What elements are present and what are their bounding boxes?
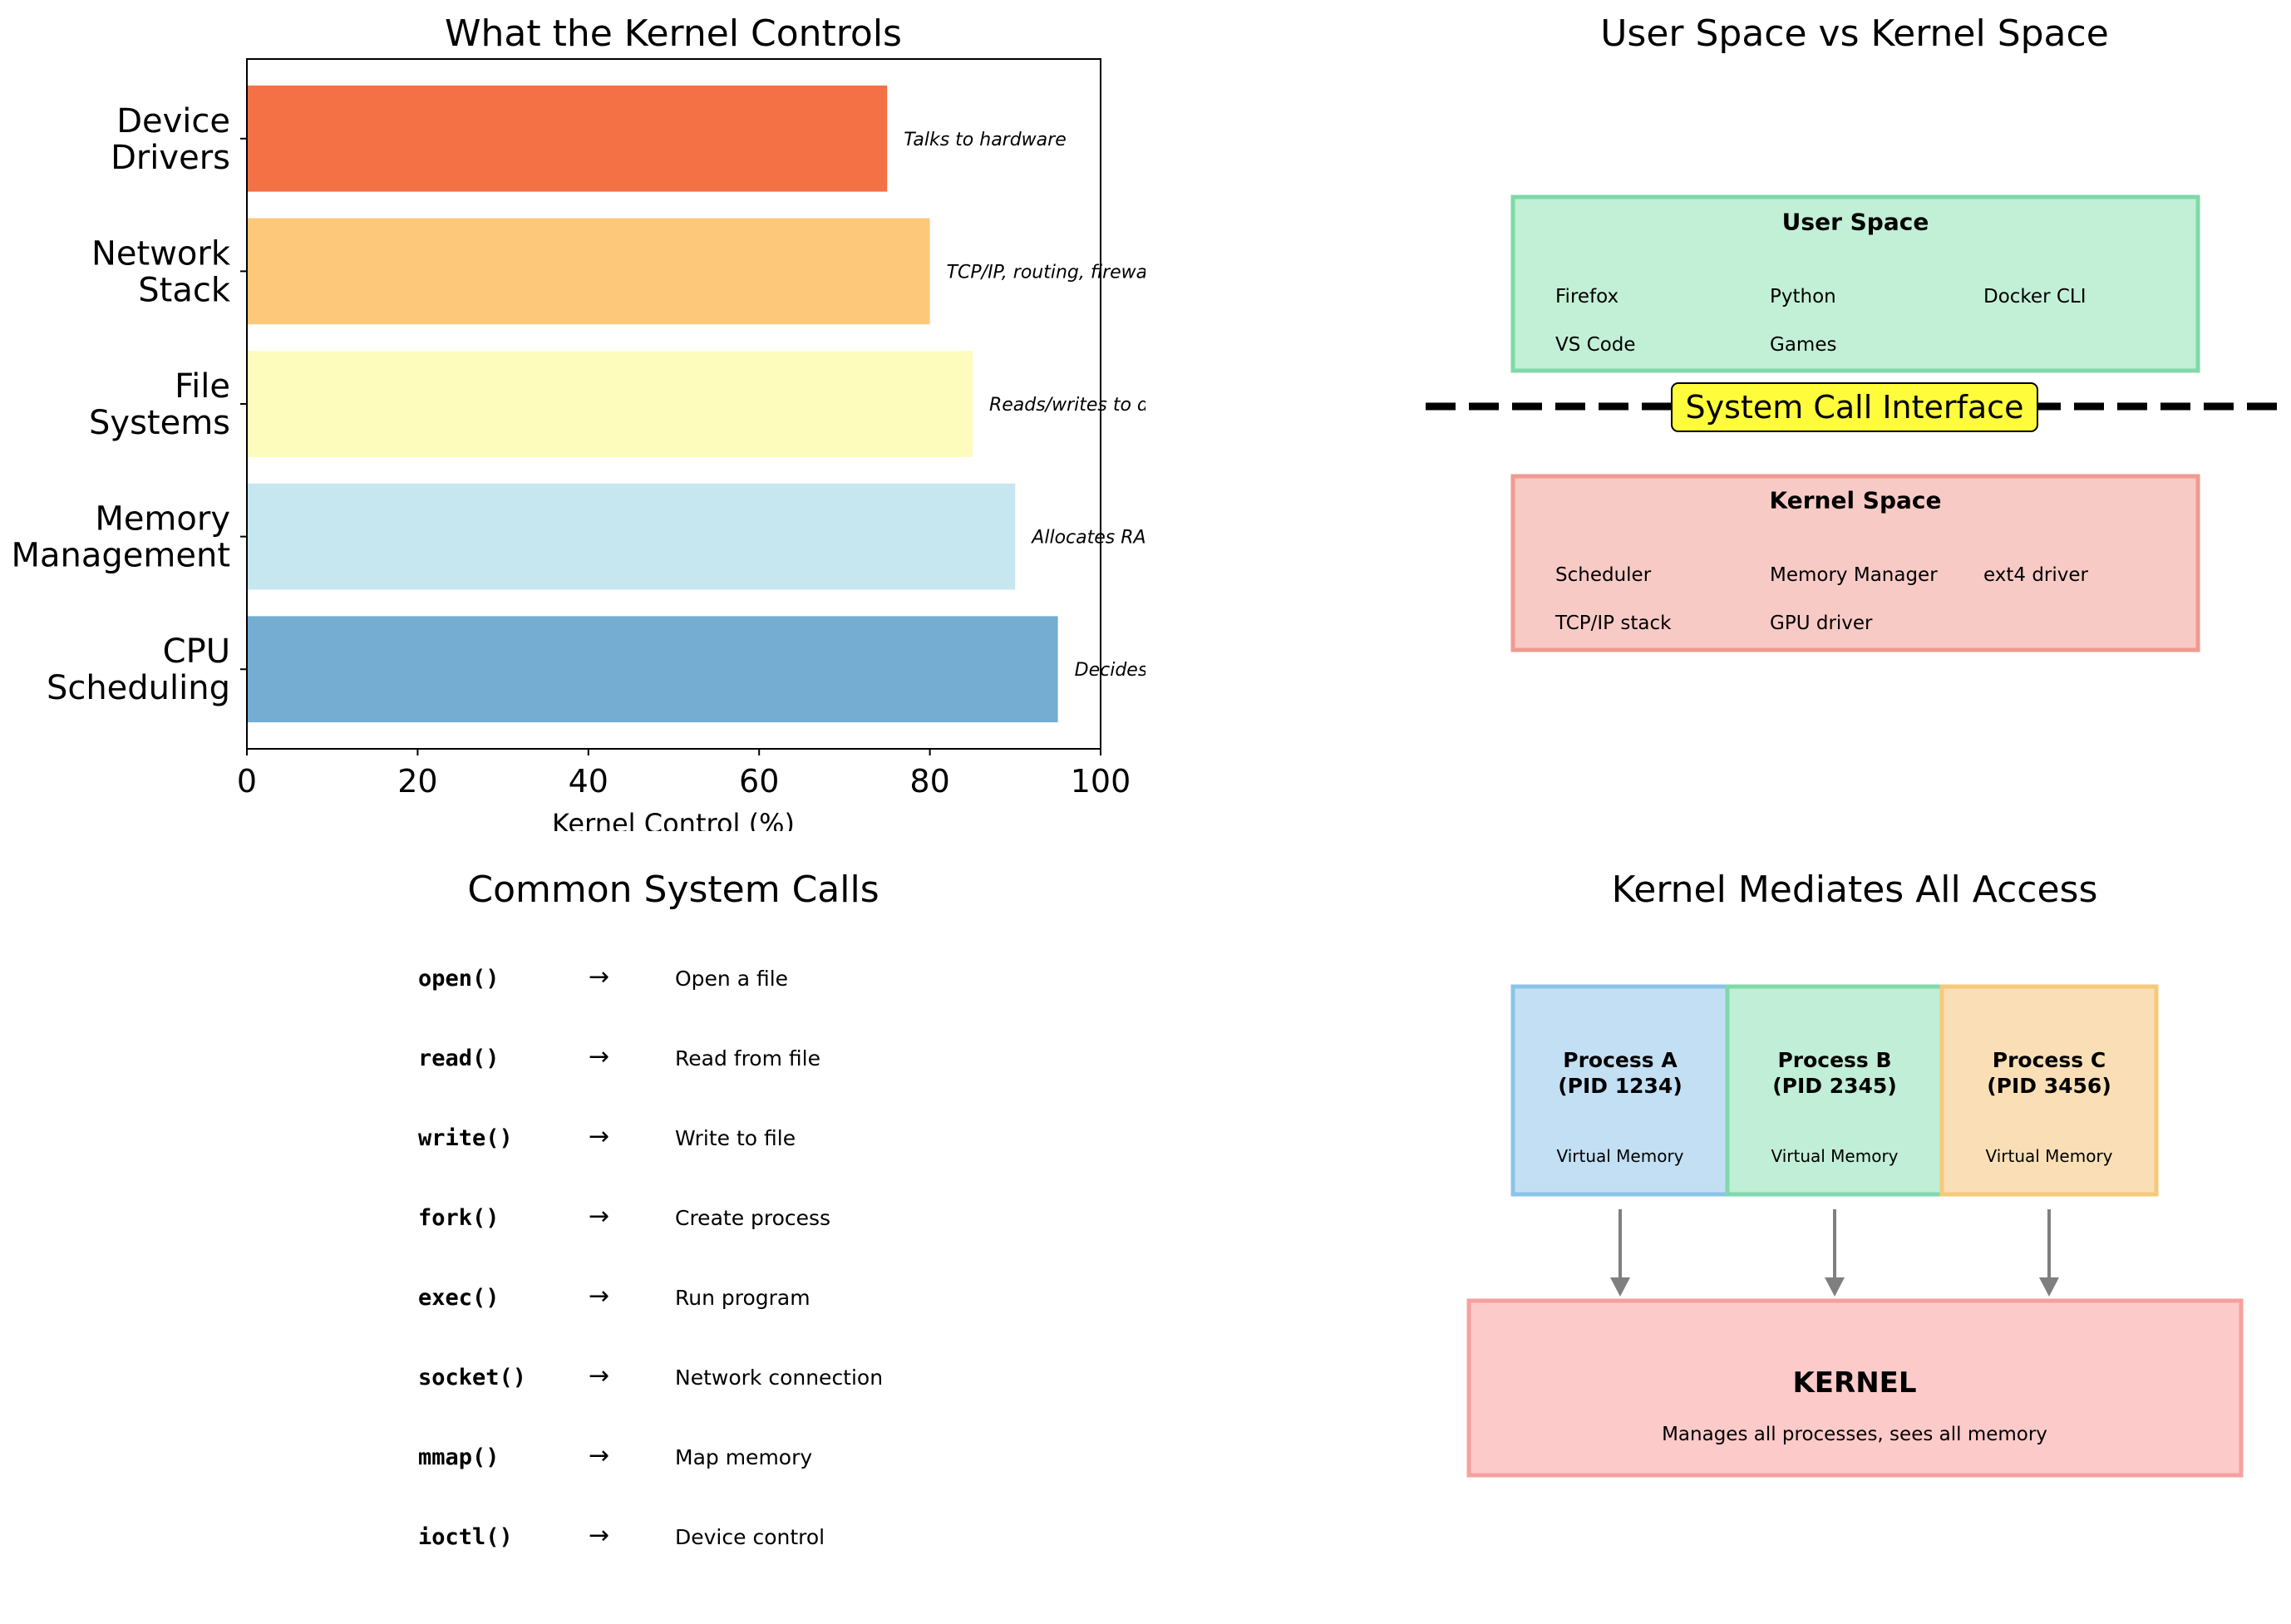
syscall-name: socket() <box>418 1365 526 1390</box>
arrow-right-icon: → <box>589 1122 609 1151</box>
syscall-description: Run program <box>675 1286 810 1310</box>
arrow-down-icon <box>2039 1209 2059 1297</box>
user-item: Firefox <box>1555 286 1618 308</box>
svg-text:(PID 1234): (PID 1234) <box>1558 1074 1683 1098</box>
user-item: Docker CLI <box>1983 286 2087 308</box>
svg-text:KERNEL: KERNEL <box>1792 1366 1916 1400</box>
kernel-item: TCP/IP stack <box>1554 613 1672 634</box>
x-tick-label: 0 <box>237 763 257 800</box>
mediation-diagram: Kernel Mediates All Access Process A (PI… <box>1466 869 2244 1478</box>
svg-text:Manages all processes, sees al: Manages all processes, sees all memory <box>1662 1424 2047 1445</box>
svg-text:Process B: Process B <box>1777 1048 1891 1072</box>
syscall-description: Write to file <box>675 1126 796 1150</box>
bar <box>247 218 930 325</box>
syscalls-title: Common System Calls <box>467 869 879 911</box>
kernel-item: Memory Manager <box>1770 564 1938 586</box>
svg-text:Process A: Process A <box>1563 1048 1678 1072</box>
syscall-name: exec() <box>418 1285 500 1311</box>
bar <box>247 351 973 457</box>
arrow-right-icon: → <box>589 1361 609 1390</box>
x-axis-label: Kernel Control (%) <box>552 808 795 831</box>
user-space-box <box>1510 194 2200 373</box>
bar-annotation: Decides which process runs when <box>1075 660 1146 681</box>
mediation-title: Kernel Mediates All Access <box>1612 869 2098 911</box>
svg-text:Virtual Memory: Virtual Memory <box>1771 1146 1898 1166</box>
user-item: VS Code <box>1555 334 1636 356</box>
kernel-item: ext4 driver <box>1983 564 2089 586</box>
bar <box>247 85 888 192</box>
user-kernel-diagram: User Space vs Kernel Space User Space Fi… <box>1426 12 2284 652</box>
bar <box>247 616 1058 723</box>
kernel-space-label: Kernel Space <box>1770 486 1942 514</box>
bar-annotation: Allocates RAM to processes <box>1030 528 1146 549</box>
arrow-right-icon: → <box>589 1521 609 1550</box>
syscall-name: open() <box>418 966 500 992</box>
syscall-row: exec() → Run program <box>418 1282 810 1311</box>
svg-text:(PID 2345): (PID 2345) <box>1772 1074 1897 1098</box>
process-b: Process B (PID 2345) Virtual Memory <box>1725 984 1944 1197</box>
syscall-name: fork() <box>418 1205 500 1231</box>
syscall-interface-box <box>1671 382 2038 432</box>
bar-annotation: Reads/writes to disk <box>989 395 1146 416</box>
kernel-item: Scheduler <box>1555 564 1652 586</box>
x-tick-label: 100 <box>1071 763 1131 800</box>
plot-frame <box>246 58 1101 750</box>
syscall-row: write() → Write to file <box>418 1122 796 1151</box>
syscalls-panel: Common System Calls open() → Open a file re… <box>418 869 883 1550</box>
arrow-right-icon: → <box>589 962 609 992</box>
syscall-name: mmap() <box>418 1444 500 1470</box>
syscall-name: ioctl() <box>418 1524 513 1550</box>
arrow-right-icon: → <box>589 1282 609 1311</box>
syscall-description: Device control <box>675 1525 825 1549</box>
arrow-right-icon: → <box>589 1202 609 1231</box>
bar-annotation: Talks to hardware <box>904 130 1067 150</box>
syscall-description: Network connection <box>675 1366 883 1390</box>
syscall-name: write() <box>418 1125 513 1151</box>
arrow-down-icon <box>1610 1209 1630 1297</box>
process-c: Process C (PID 3456) Virtual Memory <box>1939 984 2159 1197</box>
user-item: Python <box>1770 286 1836 308</box>
syscall-name: read() <box>418 1046 500 1071</box>
arrow-right-icon: → <box>589 1441 609 1470</box>
syscall-row: open() → Open a file <box>418 962 788 992</box>
syscall-interface-label: System Call Interface <box>1686 389 2024 426</box>
user-kernel-title: User Space vs Kernel Space <box>1600 12 2109 55</box>
x-tick-label: 20 <box>397 763 437 800</box>
bar <box>247 483 1016 590</box>
arrow-right-icon: → <box>589 1042 609 1071</box>
syscall-description: Open a file <box>675 967 788 991</box>
svg-text:Virtual Memory: Virtual Memory <box>1985 1146 2112 1166</box>
syscall-description: Create process <box>675 1206 830 1230</box>
syscall-description: Map memory <box>675 1445 812 1469</box>
svg-text:Virtual Memory: Virtual Memory <box>1556 1146 1683 1166</box>
x-tick-label: 60 <box>739 763 779 800</box>
svg-text:Process C: Process C <box>1993 1048 2106 1072</box>
syscall-row: ioctl() → Device control <box>418 1521 825 1550</box>
syscall-row: read() → Read from file <box>418 1042 820 1071</box>
syscall-description: Read from file <box>675 1046 820 1070</box>
chart-title: What the Kernel Controls <box>445 12 902 55</box>
x-tick-label: 80 <box>909 763 949 800</box>
kernel-space-box <box>1510 474 2200 652</box>
bar-annotation: TCP/IP, routing, firewall <box>947 262 1146 283</box>
kernel-box: KERNEL Manages all processes, sees all m… <box>1466 1298 2244 1478</box>
syscall-row: mmap() → Map memory <box>418 1441 812 1470</box>
syscall-row: fork() → Create process <box>418 1202 830 1231</box>
arrow-down-icon <box>1825 1209 1845 1297</box>
syscall-row: socket() → Network connection <box>418 1361 883 1390</box>
kernel-item: GPU driver <box>1770 613 1873 634</box>
svg-text:(PID 3456): (PID 3456) <box>1987 1074 2111 1098</box>
process-a: Process A (PID 1234) Virtual Memory <box>1510 984 1730 1197</box>
x-tick-label: 40 <box>569 763 608 800</box>
user-item: Games <box>1770 334 1836 356</box>
user-space-label: User Space <box>1782 208 1929 235</box>
